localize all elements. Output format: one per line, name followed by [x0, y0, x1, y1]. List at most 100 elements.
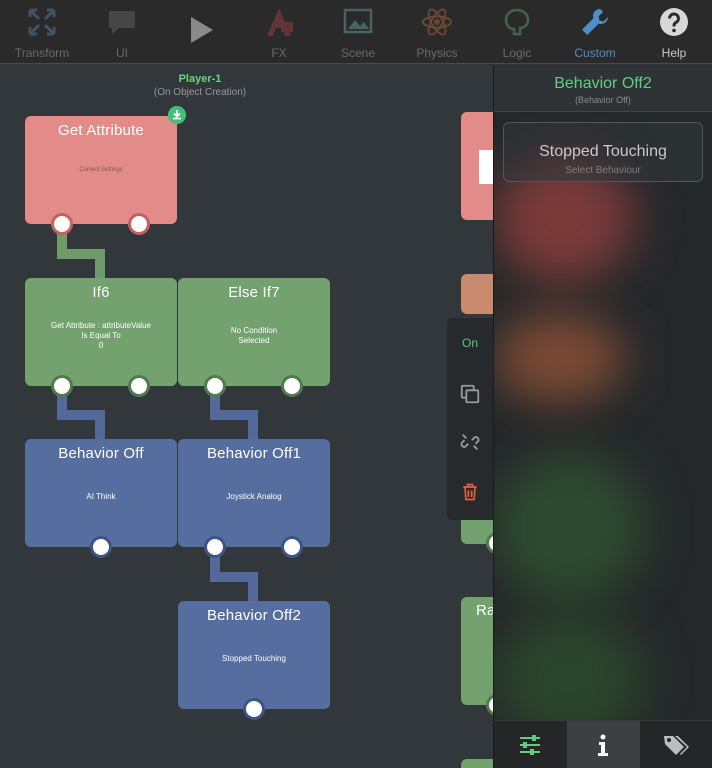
- blurred-background: [494, 113, 712, 720]
- blur-blob: [494, 613, 644, 720]
- tab-tags[interactable]: [640, 721, 712, 768]
- panel-header: Behavior Off2 (Behavior Off): [494, 65, 712, 112]
- speech-bubble-icon: [109, 11, 135, 34]
- connector-wire: [57, 225, 67, 255]
- node-fragment: [479, 150, 493, 184]
- tool-fx[interactable]: FX: [239, 0, 319, 64]
- node-behavior-off2[interactable]: Behavior Off2 Stopped Touching: [178, 601, 330, 720]
- copy-icon: [460, 384, 480, 404]
- output-port[interactable]: [243, 698, 265, 720]
- node-subtitle: Get Attribute : attributeValue Is Equal …: [51, 321, 151, 350]
- toggle-on-button[interactable]: On: [461, 336, 478, 350]
- top-toolbar: Transform UI FX Scene: [0, 0, 712, 64]
- event-header: Player-1 (On Object Creation): [125, 73, 275, 98]
- output-port[interactable]: [281, 536, 303, 558]
- trash-icon: [463, 483, 477, 501]
- output-port[interactable]: [281, 375, 303, 397]
- play-icon: [191, 17, 213, 43]
- tool-label: FX: [271, 46, 287, 60]
- event-trigger: (On Object Creation): [153, 87, 247, 98]
- node-title: Behavior Off: [58, 445, 144, 462]
- node-title: Ra: [476, 602, 496, 619]
- node-title: Behavior Off1: [206, 445, 302, 462]
- wrench-icon: [582, 9, 608, 35]
- tool-label: Help: [661, 46, 687, 60]
- tool-scene[interactable]: Scene: [318, 0, 398, 64]
- node-behavior-off1[interactable]: Behavior Off1 Joystick Analog: [178, 439, 330, 558]
- node-title: If6: [92, 284, 110, 301]
- panel-tabbar: [494, 720, 712, 768]
- player-name: Player-1: [178, 73, 222, 85]
- properties-panel: Behavior Off2 (Behavior Off) Stopped Tou…: [493, 65, 712, 768]
- connector-wire: [210, 387, 220, 415]
- tab-settings[interactable]: [494, 721, 567, 768]
- connector-wire: [210, 572, 257, 582]
- node-behavior-off[interactable]: Behavior Off AI Think: [25, 439, 177, 558]
- blur-blob: [494, 453, 644, 603]
- tool-transform[interactable]: Transform: [2, 0, 82, 64]
- blur-blob: [494, 313, 624, 403]
- output-port[interactable]: [128, 213, 150, 235]
- connector-wire: [95, 249, 105, 279]
- node-partial[interactable]: [461, 759, 521, 768]
- tool-label: Scene: [340, 46, 376, 60]
- node-title: Get Attribute: [58, 122, 144, 139]
- duplicate-button[interactable]: [447, 374, 493, 414]
- connector-wire: [57, 387, 67, 415]
- panel-title: Behavior Off2: [554, 75, 652, 92]
- image-icon: [343, 8, 373, 34]
- node-context-menu: On: [447, 318, 497, 520]
- tags-icon: [664, 736, 689, 755]
- tool-ui[interactable]: UI: [82, 0, 162, 64]
- atom-icon: [422, 8, 452, 36]
- panel-subtitle: (Behavior Off): [575, 95, 631, 105]
- sliders-icon: [520, 735, 540, 755]
- delete-button[interactable]: [447, 472, 493, 512]
- tool-physics[interactable]: Physics: [397, 0, 477, 64]
- output-port[interactable]: [204, 536, 226, 558]
- tool-label: Transform: [14, 46, 70, 60]
- output-port[interactable]: [90, 536, 112, 558]
- tool-label: Custom: [574, 46, 616, 60]
- node-subtitle: Current Settings: [79, 167, 123, 173]
- question-icon: [660, 8, 688, 36]
- card-title: Stopped Touching: [539, 143, 667, 160]
- node-else-if7[interactable]: Else If7 No Condition Selected: [178, 278, 330, 397]
- node-subtitle: Joystick Analog: [226, 492, 282, 501]
- node-get-attribute[interactable]: Get Attribute Current Settings: [25, 116, 177, 235]
- connector-wire: [248, 410, 258, 440]
- node-subtitle: No Condition Selected: [230, 326, 278, 345]
- node-subtitle: Stopped Touching: [222, 654, 286, 663]
- connector-wire: [57, 410, 104, 420]
- tool-custom[interactable]: Custom: [555, 0, 635, 64]
- brain-icon: [504, 8, 530, 36]
- info-icon: [598, 734, 608, 756]
- expand-arrows-icon: [28, 8, 56, 36]
- connector-wire: [210, 410, 257, 420]
- connector-wire: [210, 549, 220, 577]
- tool-label: Logic: [502, 46, 532, 60]
- tool-label: Physics: [416, 46, 458, 60]
- connector-wire: [248, 572, 258, 602]
- tab-info[interactable]: [567, 721, 640, 768]
- node-title: Else If7: [228, 284, 280, 301]
- tool-help[interactable]: Help: [634, 0, 712, 64]
- tool-label: UI: [116, 46, 128, 60]
- unlink-button[interactable]: [447, 422, 493, 462]
- select-behaviour-card[interactable]: Stopped Touching Select Behaviour: [503, 122, 703, 182]
- connector-wire: [57, 249, 104, 259]
- node-subtitle: AI Think: [86, 492, 116, 501]
- node-if6[interactable]: If6 Get Attribute : attributeValue Is Eq…: [25, 278, 177, 397]
- unlink-icon: [460, 434, 480, 450]
- download-badge-icon[interactable]: [168, 106, 186, 124]
- tool-play[interactable]: [160, 0, 240, 64]
- tool-logic[interactable]: Logic: [477, 0, 557, 64]
- fx-icon: [267, 8, 293, 36]
- output-port[interactable]: [51, 213, 73, 235]
- output-port[interactable]: [204, 375, 226, 397]
- node-title: Behavior Off2: [206, 607, 302, 624]
- connector-wire: [95, 410, 105, 440]
- output-port[interactable]: [51, 375, 73, 397]
- output-port[interactable]: [128, 375, 150, 397]
